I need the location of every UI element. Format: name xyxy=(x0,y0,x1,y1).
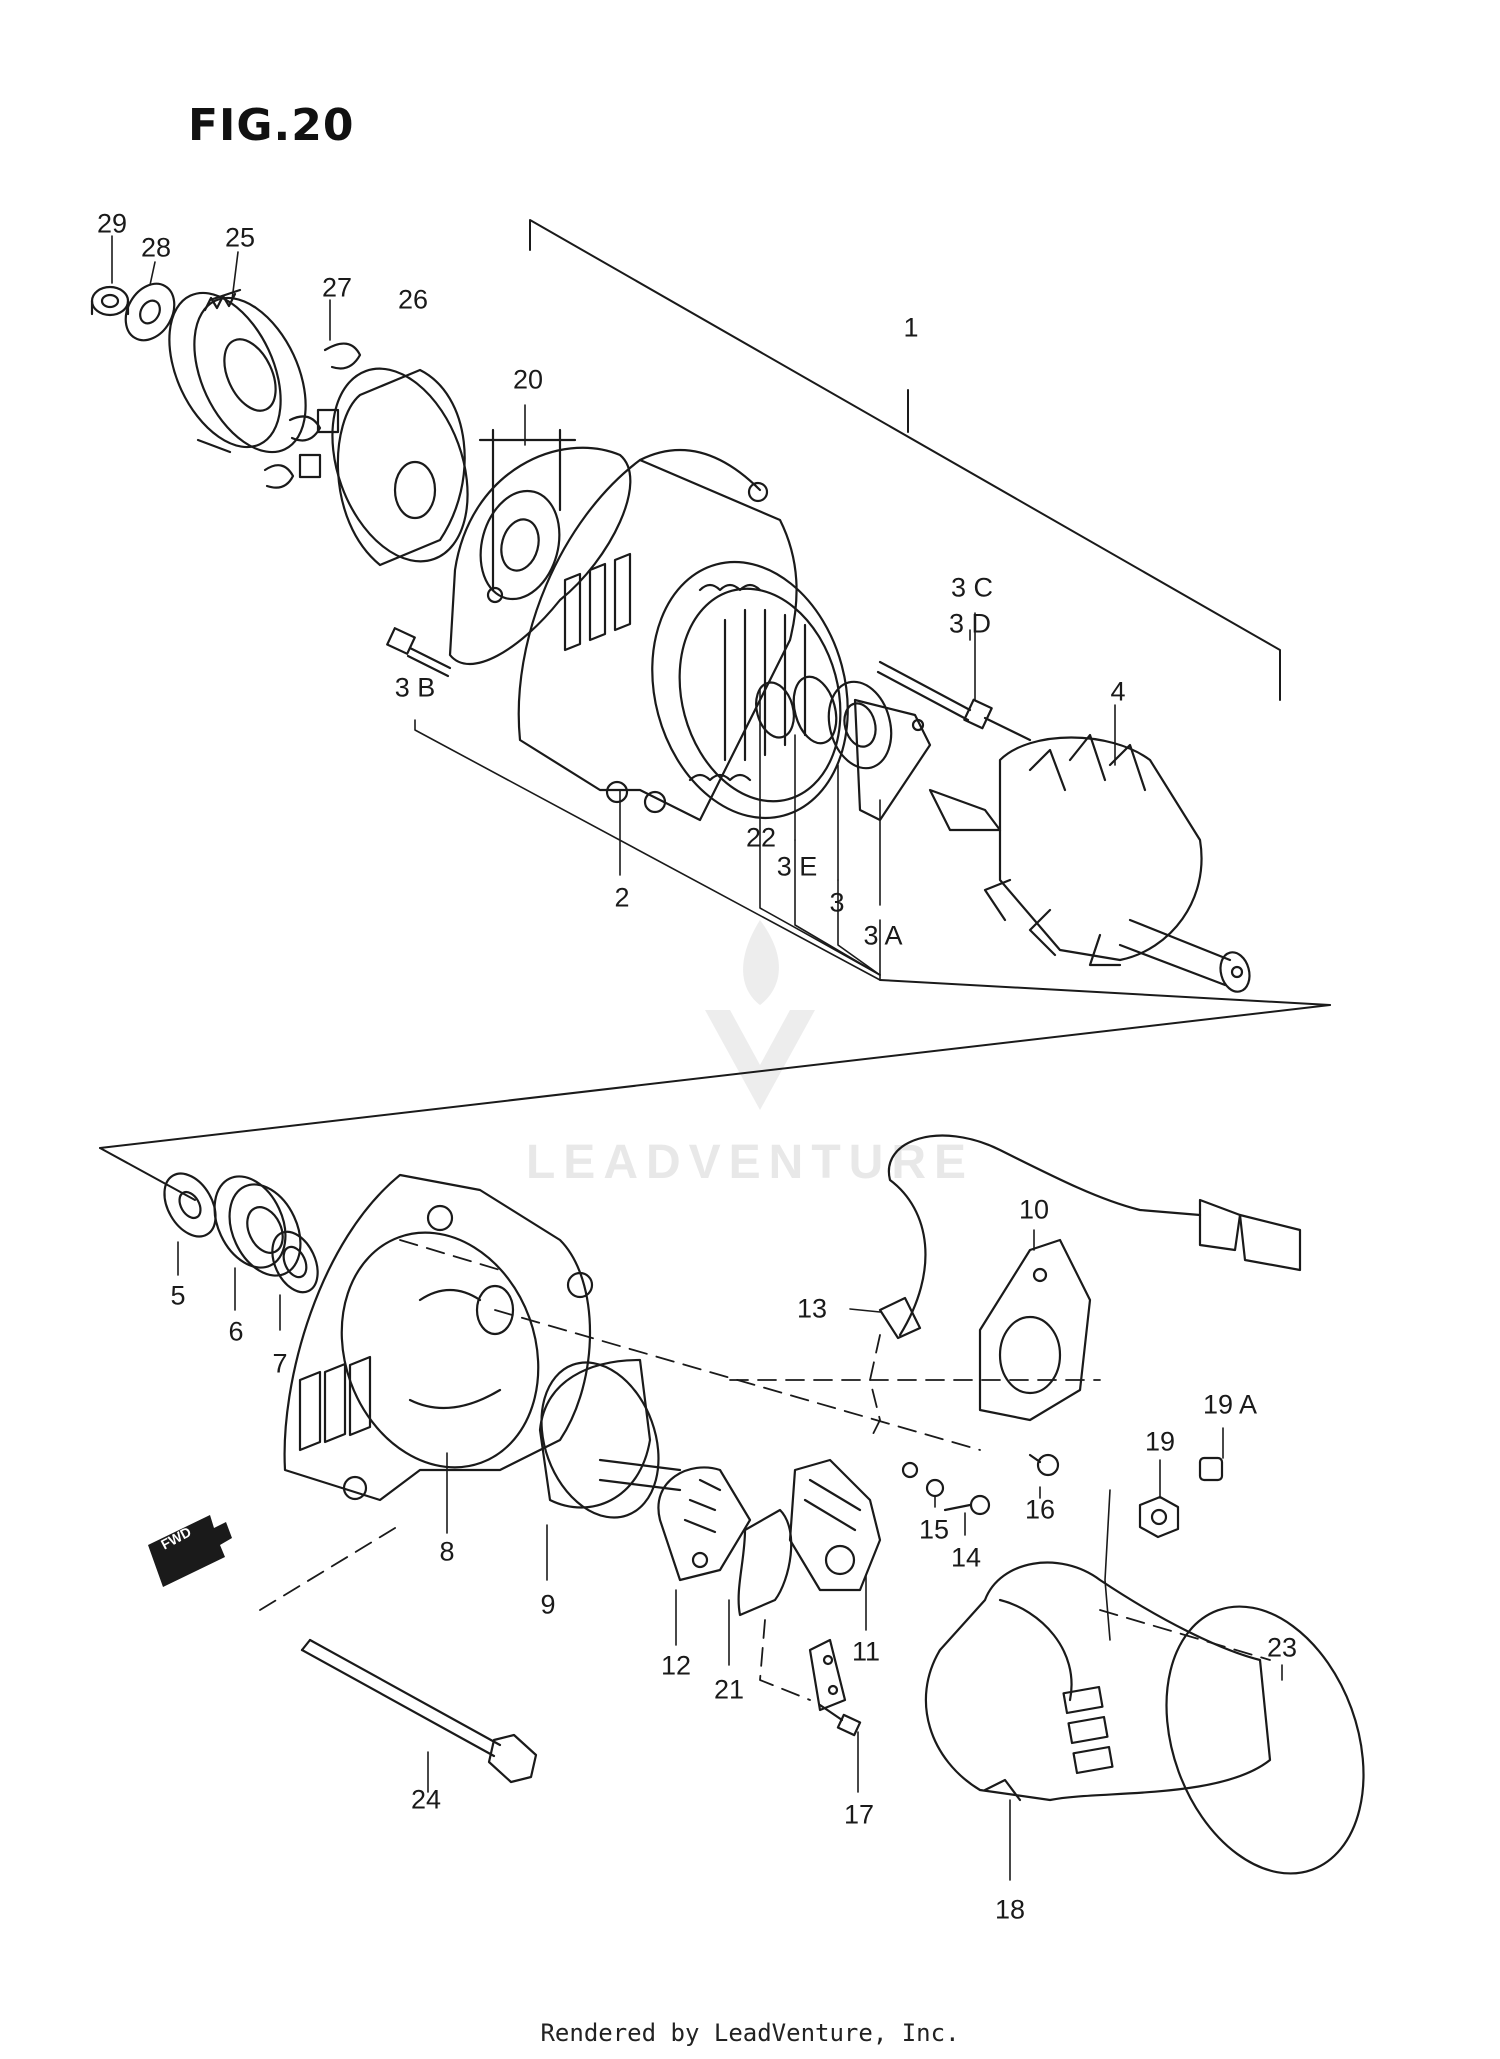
callout-11: 11 xyxy=(851,1636,881,1667)
callout-25: 25 xyxy=(224,222,256,253)
screw-16 xyxy=(1028,1453,1060,1477)
ring-22 xyxy=(755,681,795,739)
footer-credit: Rendered by LeadVenture, Inc. xyxy=(540,2019,960,2047)
nut-19a xyxy=(1198,1456,1224,1482)
callout-9: 9 xyxy=(540,1589,556,1620)
pulley-25 xyxy=(168,288,307,454)
callout-6: 6 xyxy=(228,1316,244,1347)
clip-27 xyxy=(263,342,362,489)
fwd-arrow-icon xyxy=(148,1515,232,1587)
brush-holder-12 xyxy=(657,1466,752,1582)
gasket-outline xyxy=(448,446,632,666)
bracket-17 xyxy=(808,1638,862,1737)
bracket-10 xyxy=(978,1238,1092,1422)
callout-13: 13 xyxy=(796,1293,828,1324)
stator-coil xyxy=(651,560,849,820)
washer-5 xyxy=(163,1172,217,1238)
callout-19a: 19 A xyxy=(1202,1389,1258,1420)
regulator-11 xyxy=(788,1458,882,1592)
retainer-hole xyxy=(911,718,925,732)
bolt-3b xyxy=(386,627,452,678)
callout-27: 27 xyxy=(321,272,353,303)
pulley-nut-29 xyxy=(90,285,130,317)
section-divider xyxy=(99,979,1331,1201)
ring-3e xyxy=(792,675,838,745)
assembly-bracket-1 xyxy=(529,219,1281,701)
callout-5: 5 xyxy=(170,1280,186,1311)
callout-14: 14 xyxy=(950,1542,982,1573)
callout-12: 12 xyxy=(660,1650,692,1681)
housing-2 xyxy=(517,448,798,822)
retainer-3a xyxy=(853,698,932,822)
callout-17: 17 xyxy=(843,1799,875,1830)
watermark-logo xyxy=(705,920,815,1110)
callout-3d: 3 D xyxy=(948,608,992,639)
callout-7: 7 xyxy=(272,1348,288,1379)
nut-19 xyxy=(1138,1495,1180,1539)
callout-19: 19 xyxy=(1144,1426,1176,1457)
callout-3c: 3 C xyxy=(950,572,994,603)
rotor-4 xyxy=(928,733,1251,993)
harness-13 xyxy=(878,1134,1302,1340)
callout-3b: 3 B xyxy=(394,672,436,703)
callout-24: 24 xyxy=(410,1784,442,1815)
callout-21: 21 xyxy=(713,1674,745,1705)
callout-18: 18 xyxy=(994,1894,1026,1925)
callout-20: 20 xyxy=(512,364,544,395)
washer-small xyxy=(901,1461,919,1479)
bearing-20 xyxy=(478,428,577,604)
rear-frame-8 xyxy=(283,1173,594,1502)
figure-title: FIG.20 xyxy=(188,100,355,151)
leader-lines-upper xyxy=(111,235,1116,981)
rectifier-9 xyxy=(538,1358,682,1519)
callout-1: 1 xyxy=(903,312,919,343)
callout-2: 2 xyxy=(614,882,630,913)
callout-3a: 3 A xyxy=(863,920,903,951)
fan-26 xyxy=(331,367,469,567)
end-cover-18 xyxy=(924,1561,1272,1802)
bolt-24 xyxy=(300,1638,538,1784)
callout-10: 10 xyxy=(1018,1194,1050,1225)
callout-22: 22 xyxy=(745,822,777,853)
callout-15: 15 xyxy=(918,1514,950,1545)
bolt-3c-3d xyxy=(876,660,1032,742)
callout-23: 23 xyxy=(1266,1632,1298,1663)
cap-23 xyxy=(1165,1605,1365,1875)
cover-21 xyxy=(737,1508,793,1617)
leader-lines-lower xyxy=(177,1229,1283,1881)
washer-28 xyxy=(124,282,176,342)
collar-7 xyxy=(271,1230,319,1294)
watermark-text: LEADVENTURE xyxy=(525,1136,975,1189)
callout-4: 4 xyxy=(1110,676,1126,707)
screw-14 xyxy=(943,1494,991,1516)
callout-16: 16 xyxy=(1024,1494,1056,1525)
callout-29: 29 xyxy=(96,208,128,239)
washer-15 xyxy=(925,1478,945,1498)
callout-3e: 3 E xyxy=(776,851,818,882)
assembly-guide-lines xyxy=(259,1239,1271,1701)
bearing-6 xyxy=(213,1175,302,1277)
callout-3: 3 xyxy=(829,887,845,918)
callout-8: 8 xyxy=(439,1536,455,1567)
callout-26: 26 xyxy=(397,284,429,315)
callout-28: 28 xyxy=(140,232,172,263)
